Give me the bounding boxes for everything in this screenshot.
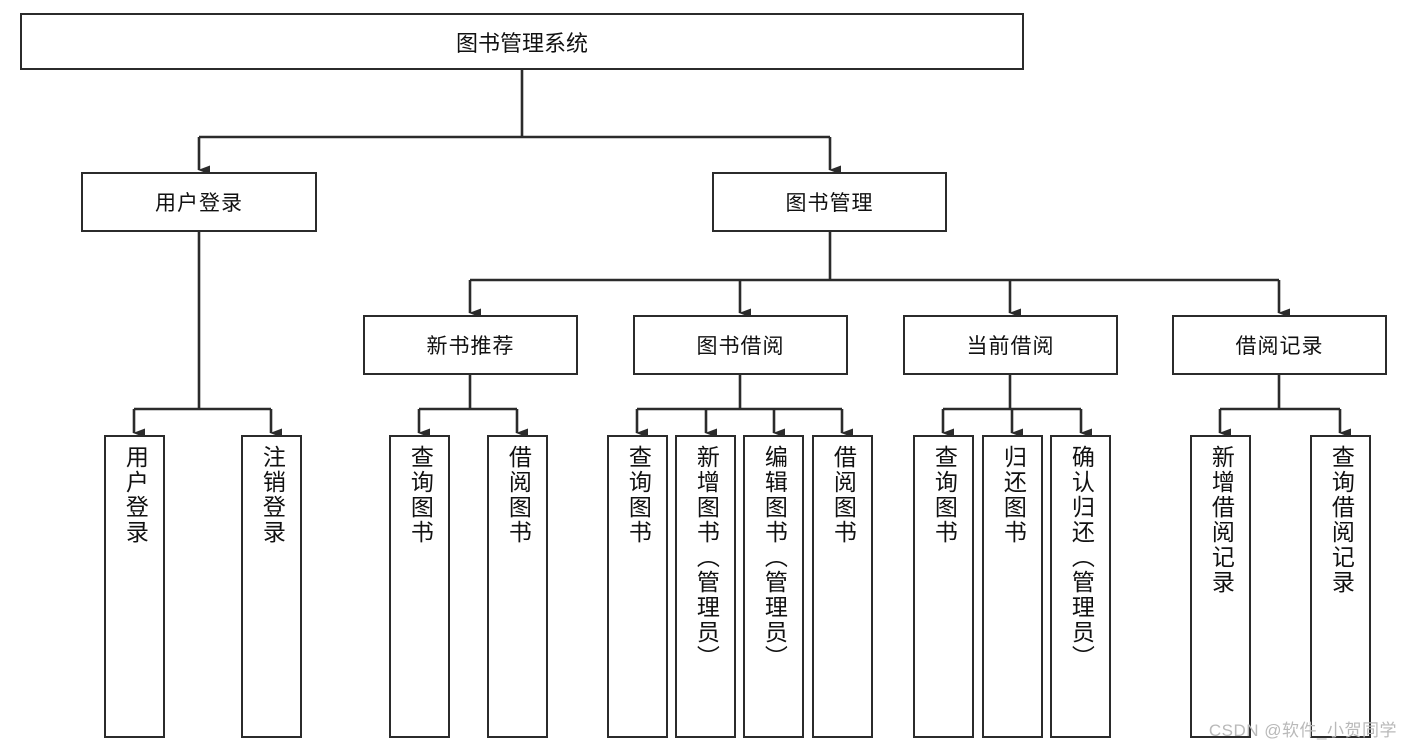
node-label: 图书管理系统 <box>455 30 588 56</box>
node-label: 图书借阅 <box>696 335 785 358</box>
node-label: 借阅图书 <box>505 445 532 545</box>
leaf-confirm-return-admin[interactable]: 确认归还（管理员） <box>1050 435 1111 738</box>
node-label: 新增借阅记录 <box>1208 445 1235 595</box>
node-new-book-recommend[interactable]: 新书推荐 <box>363 315 578 375</box>
node-label: 借阅图书 <box>830 445 857 545</box>
node-label: 查询图书 <box>625 445 652 545</box>
node-label: 确认归还（管理员） <box>1068 445 1095 670</box>
leaf-query-book-1[interactable]: 查询图书 <box>389 435 450 738</box>
node-book-manage[interactable]: 图书管理 <box>712 172 947 232</box>
leaf-borrow-book-1[interactable]: 借阅图书 <box>487 435 548 738</box>
node-label: 新书推荐 <box>426 335 515 358</box>
node-label: 查询图书 <box>407 445 434 545</box>
node-label: 新增图书（管理员） <box>693 445 720 670</box>
node-label: 当前借阅 <box>966 335 1055 358</box>
node-book-borrow[interactable]: 图书借阅 <box>633 315 848 375</box>
node-label: 查询借阅记录 <box>1328 445 1355 595</box>
node-label: 查询图书 <box>931 445 958 545</box>
leaf-query-book-2[interactable]: 查询图书 <box>607 435 668 738</box>
node-label: 用户登录 <box>122 445 149 545</box>
leaf-query-book-3[interactable]: 查询图书 <box>913 435 974 738</box>
node-label: 编辑图书（管理员） <box>761 445 788 670</box>
leaf-add-borrow-record[interactable]: 新增借阅记录 <box>1190 435 1251 738</box>
watermark: CSDN @软件_小贺同学 <box>1208 721 1397 740</box>
leaf-user-logout[interactable]: 注销登录 <box>241 435 302 738</box>
node-current-borrow[interactable]: 当前借阅 <box>903 315 1118 375</box>
node-root-system[interactable]: 图书管理系统 <box>20 13 1024 70</box>
leaf-borrow-book-2[interactable]: 借阅图书 <box>812 435 873 738</box>
node-label: 借阅记录 <box>1235 335 1324 358</box>
leaf-return-book[interactable]: 归还图书 <box>982 435 1043 738</box>
node-label: 图书管理 <box>785 192 874 215</box>
node-label: 用户登录 <box>155 192 243 215</box>
leaf-query-borrow-record[interactable]: 查询借阅记录 <box>1310 435 1371 738</box>
leaf-user-login[interactable]: 用户登录 <box>104 435 165 738</box>
leaf-add-book-admin[interactable]: 新增图书（管理员） <box>675 435 736 738</box>
node-label: 归还图书 <box>1000 445 1027 545</box>
node-user-login[interactable]: 用户登录 <box>81 172 317 232</box>
node-borrow-record[interactable]: 借阅记录 <box>1172 315 1387 375</box>
node-label: 注销登录 <box>259 445 286 545</box>
leaf-edit-book-admin[interactable]: 编辑图书（管理员） <box>743 435 804 738</box>
